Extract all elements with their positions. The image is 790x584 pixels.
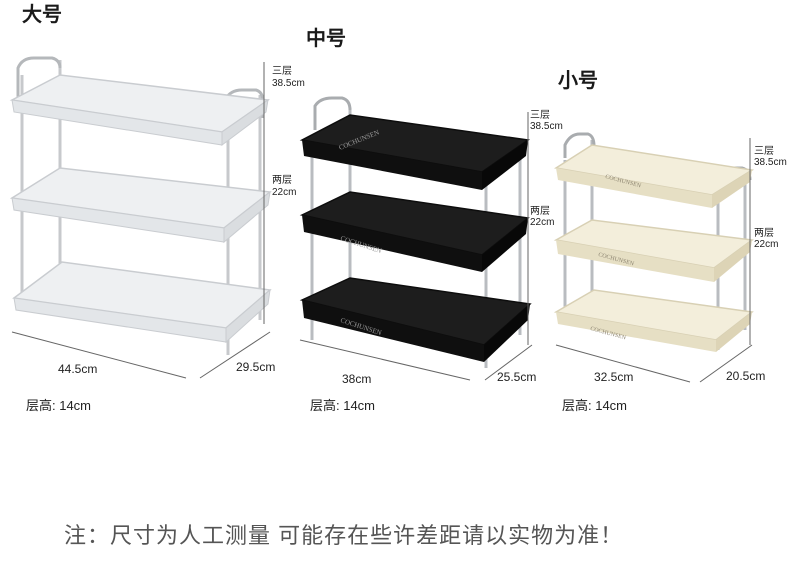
small-layer-height: 层高: 14cm [562, 398, 628, 413]
medium-three-tier-height: 38.5cm [530, 121, 563, 132]
large-title: 大号 [22, 4, 62, 26]
medium-two-tier-height: 22cm [530, 217, 555, 228]
large-rack-image [9, 56, 272, 379]
medium-depth: 25.5cm [497, 370, 537, 384]
small-three-tier-height: 38.5cm [754, 157, 787, 168]
large-width: 44.5cm [58, 362, 98, 376]
large-three-tier-label: 三层 [272, 66, 292, 77]
medium-layer-height: 层高: 14cm [310, 398, 376, 413]
medium-three-tier-label: 三层 [530, 110, 550, 121]
large-layer-height: 层高: 14cm [26, 398, 92, 413]
medium-two-tier-label: 两层 [530, 206, 550, 217]
large-two-tier-height: 22cm [272, 187, 297, 198]
small-title: 小号 [558, 70, 598, 92]
small-rack-image: COCHUNSEN COCHUNSEN COCHUNSEN [553, 132, 755, 383]
large-two-tier-label: 两层 [272, 175, 292, 186]
medium-width: 38cm [342, 372, 372, 386]
measurement-disclaimer: 注：尺寸为人工测量 可能存在些许差距请以实物为准！ [64, 523, 624, 548]
small-width: 32.5cm [594, 370, 634, 384]
medium-rack-image: COCHUNSEN COCHUNSEN COCHUNSEN [299, 96, 533, 381]
large-depth: 29.5cm [236, 360, 276, 374]
small-depth: 20.5cm [726, 369, 766, 383]
small-two-tier-label: 两层 [754, 228, 774, 239]
large-three-tier-height: 38.5cm [272, 78, 305, 89]
small-three-tier-label: 三层 [754, 146, 774, 157]
medium-title: 中号 [306, 28, 346, 50]
small-two-tier-height: 22cm [754, 239, 779, 250]
